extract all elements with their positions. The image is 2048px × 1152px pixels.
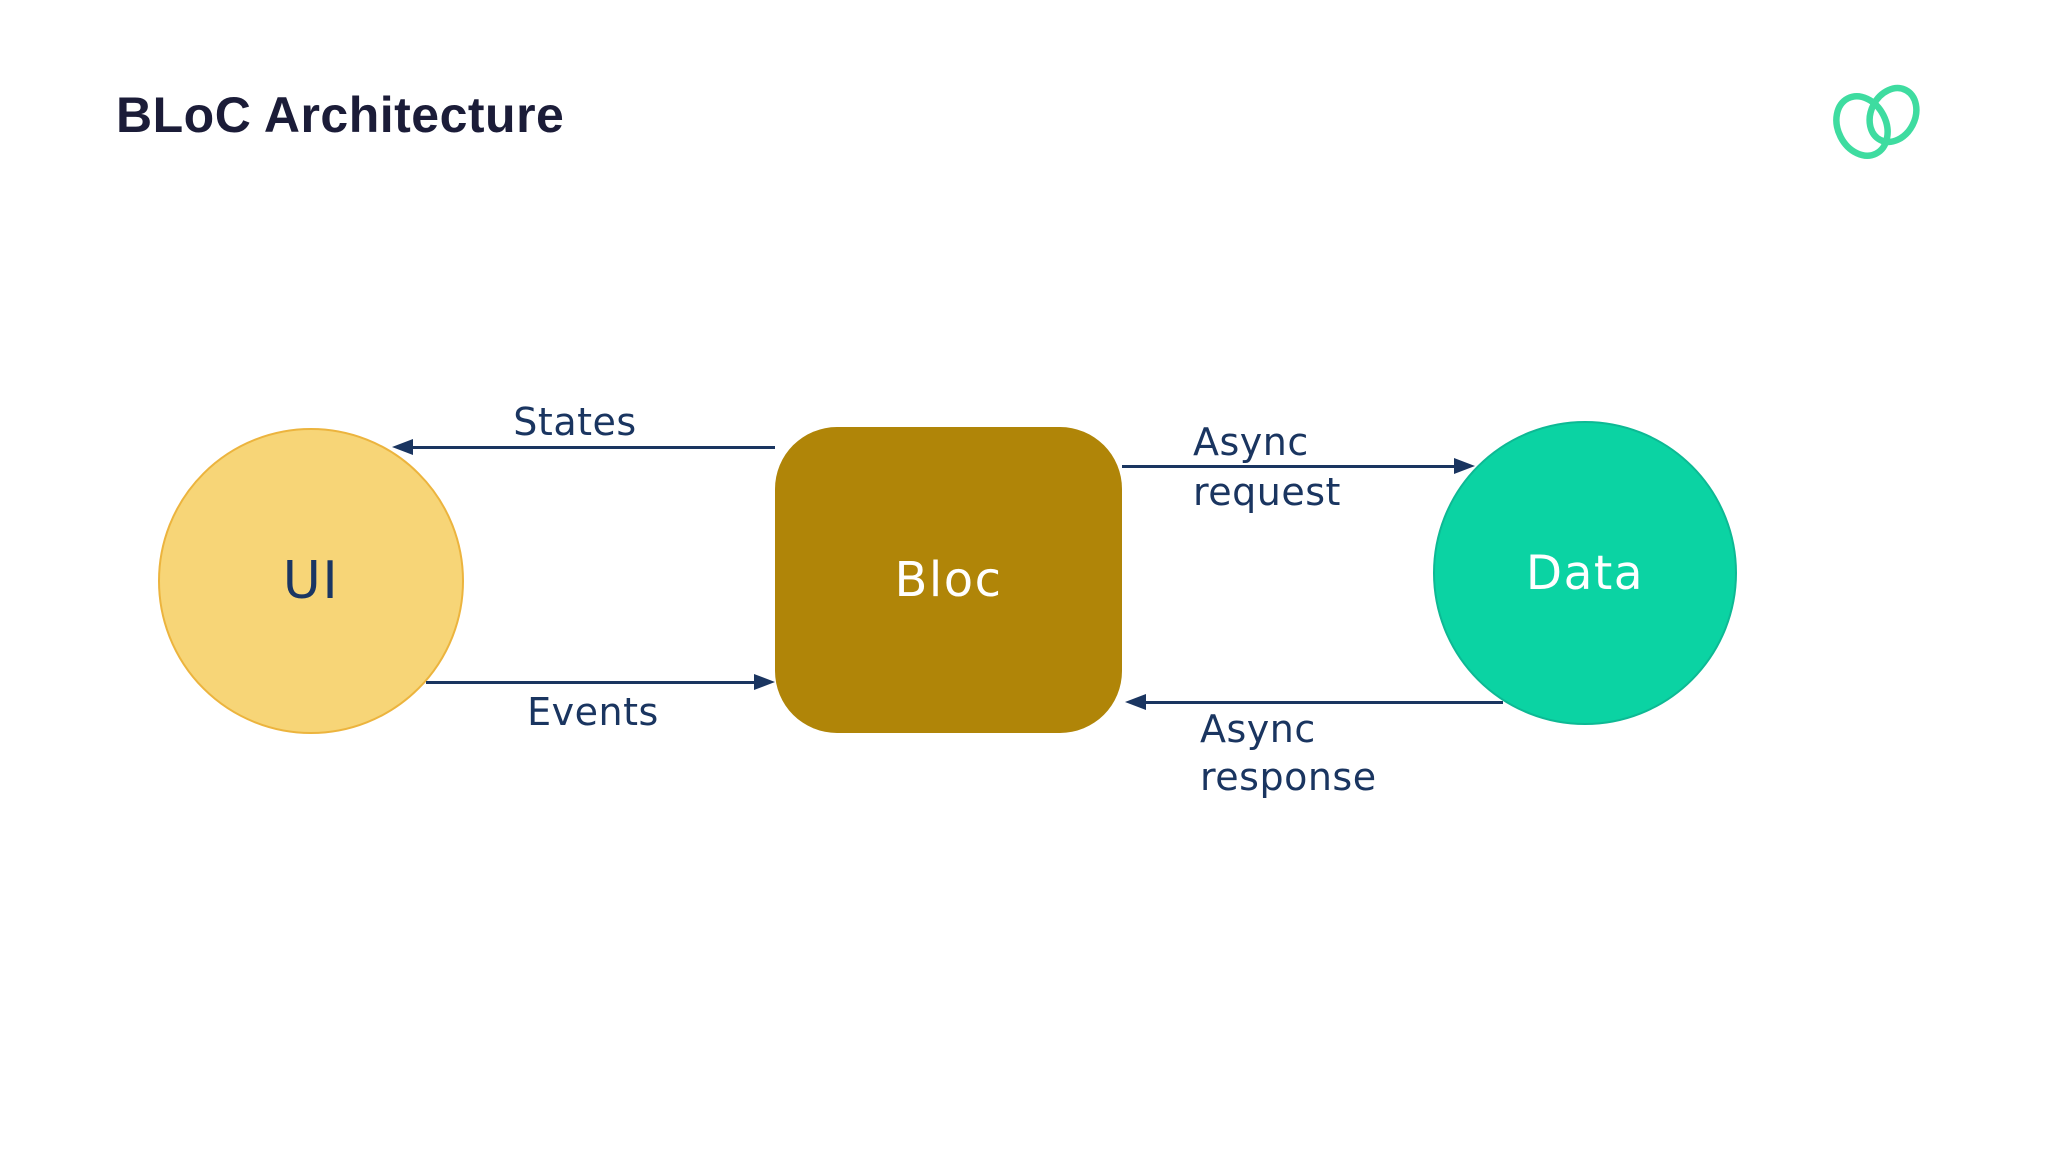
- double-loop-logo-icon: [1833, 82, 1925, 164]
- states-arrow-line: [408, 446, 775, 449]
- data-node-label: Data: [1525, 545, 1645, 601]
- async-response-arrowhead-left-icon: [1125, 694, 1146, 710]
- data-node: Data: [1433, 421, 1737, 725]
- events-arrow-line: [426, 681, 757, 684]
- async-response-arrow-line: [1143, 701, 1503, 704]
- page-title: BLoC Architecture: [116, 87, 565, 143]
- bloc-node-label: Bloc: [894, 552, 1003, 608]
- events-arrow-label: Events: [527, 690, 659, 734]
- async-request-arrowhead-right-icon: [1454, 458, 1475, 474]
- states-arrowhead-left-icon: [392, 439, 413, 455]
- async-request-arrow-line: [1122, 465, 1456, 468]
- bloc-node: Bloc: [775, 427, 1122, 733]
- events-arrowhead-right-icon: [754, 674, 775, 690]
- async-response-arrow-label: Async response: [1200, 707, 1377, 799]
- async-request-arrow-label: Async request: [1193, 420, 1341, 514]
- ui-node: UI: [158, 428, 464, 734]
- states-arrow-label: States: [513, 400, 637, 444]
- ui-node-label: UI: [282, 551, 340, 611]
